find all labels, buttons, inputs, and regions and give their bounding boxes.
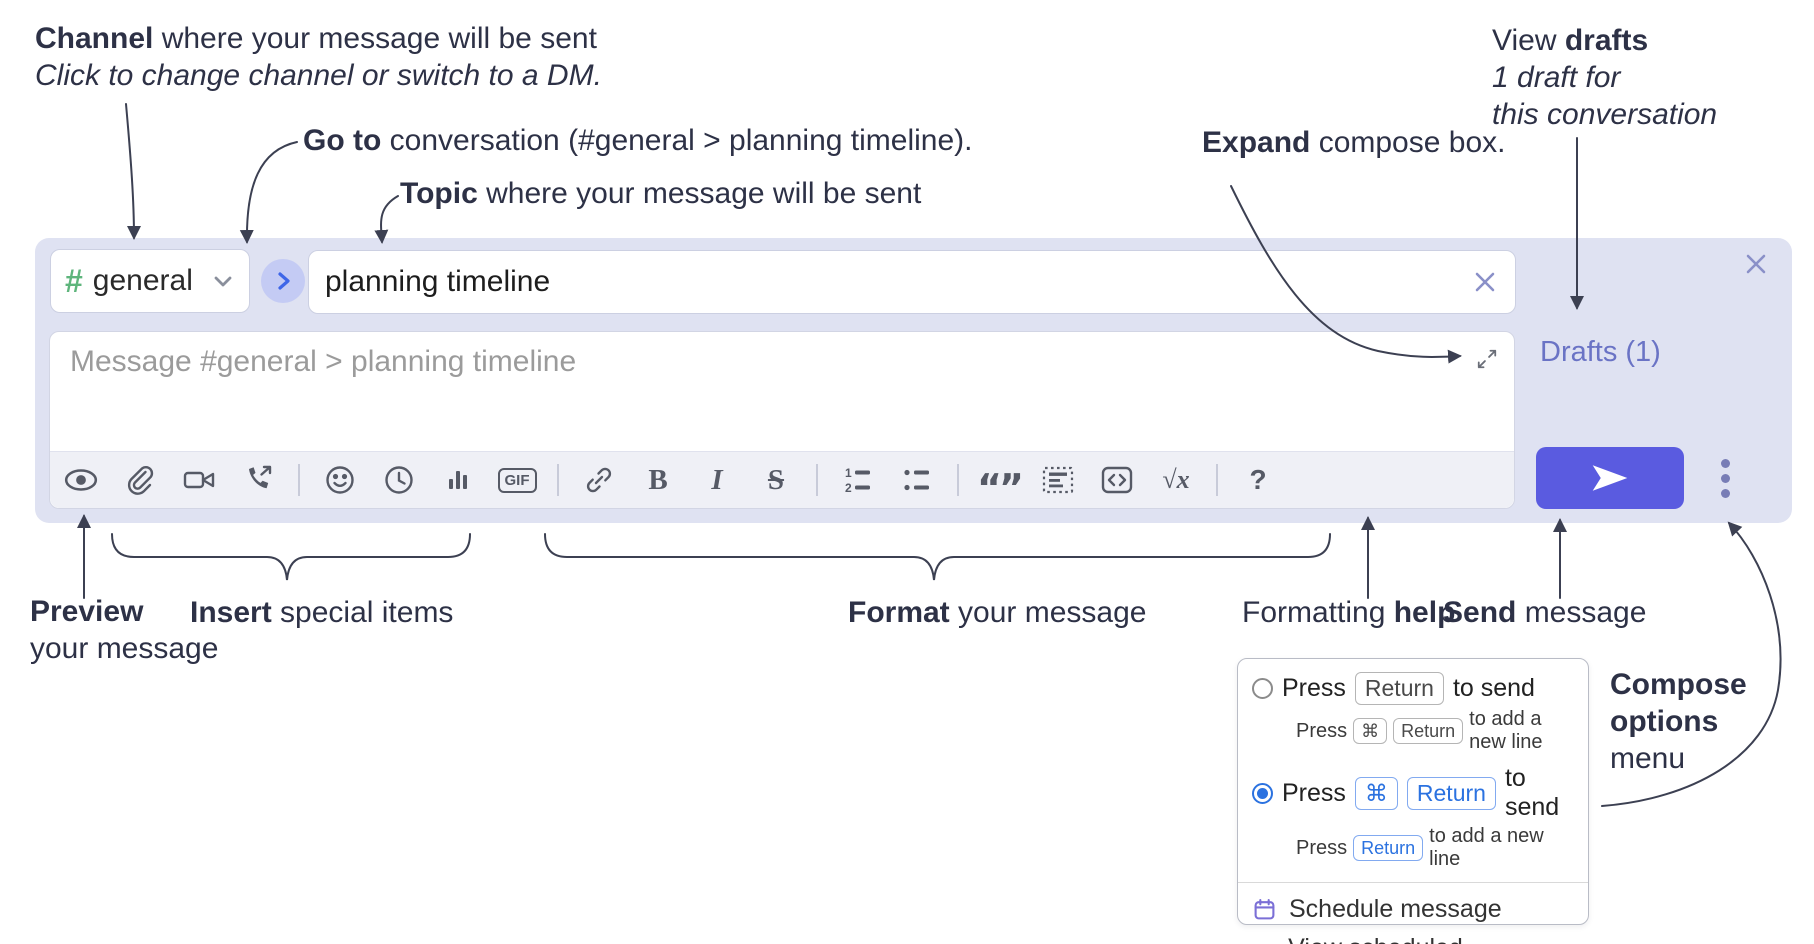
- radio-selected[interactable]: [1252, 782, 1273, 804]
- numbered-list-icon: 1 2: [845, 466, 870, 495]
- toolbar-divider: [816, 464, 818, 496]
- chevron-down-icon: [214, 276, 232, 287]
- formatting-help-button[interactable]: ?: [1239, 459, 1277, 501]
- expand-icon: [1477, 349, 1497, 369]
- menu-item-view-scheduled[interactable]: View scheduled messages: [1238, 929, 1588, 944]
- menu-item-schedule-message[interactable]: Schedule message: [1238, 890, 1588, 929]
- channel-name: general: [92, 264, 193, 297]
- preview-button[interactable]: [62, 459, 100, 501]
- compose-toolbar: GIF B I S 1 2: [50, 451, 1514, 508]
- video-call-button[interactable]: [180, 459, 218, 501]
- clear-topic-button[interactable]: [1471, 268, 1499, 296]
- code-icon: [1101, 466, 1133, 494]
- paperclip-icon: [127, 465, 154, 495]
- go-to-conversation-button[interactable]: [261, 259, 305, 303]
- close-compose-button[interactable]: [1736, 244, 1776, 284]
- menu-divider: [1238, 882, 1588, 884]
- connector-topic: [374, 195, 399, 244]
- close-icon: [1475, 272, 1495, 292]
- connector-channel: [125, 103, 141, 240]
- return-key: Return: [1354, 672, 1444, 706]
- channel-annotation: Channel where your message will be sent …: [35, 22, 602, 92]
- kebab-dot: [1720, 458, 1730, 468]
- emoji-button[interactable]: [321, 459, 359, 501]
- radio-unselected[interactable]: [1252, 678, 1273, 700]
- view-drafts-annotation: View drafts 1 draft for this conversatio…: [1492, 24, 1718, 131]
- topic-annotation: Topic where your message will be sent: [400, 177, 922, 210]
- cmd-key: ⌘: [1353, 717, 1388, 745]
- calendar-icon: [1254, 899, 1275, 920]
- quote-button[interactable]: “”: [977, 459, 1024, 507]
- cmd-key: ⌘: [1354, 776, 1398, 810]
- svg-text:1: 1: [845, 466, 852, 480]
- svg-text:2: 2: [845, 481, 852, 495]
- audio-call-button[interactable]: [239, 459, 277, 501]
- compose-box-panel: # general planning timeline: [35, 238, 1792, 523]
- toolbar-divider: [557, 464, 559, 496]
- send-shortcut-option-2[interactable]: Press ⌘ Return to send Press Return to a…: [1238, 758, 1588, 875]
- eye-icon: [64, 469, 98, 491]
- return-key: Return: [1406, 776, 1496, 810]
- toolbar-divider: [1216, 464, 1218, 496]
- link-button[interactable]: [580, 459, 618, 501]
- topic-value: planning timeline: [325, 265, 551, 298]
- channel-hash-icon: #: [65, 262, 83, 299]
- toolbar-divider: [957, 464, 959, 496]
- expand-compose-button[interactable]: [1470, 342, 1504, 376]
- expand-annotation: Expand compose box.: [1202, 126, 1506, 159]
- clock-icon: [385, 466, 413, 494]
- topic-input[interactable]: planning timeline: [308, 250, 1516, 314]
- send-button[interactable]: [1536, 447, 1684, 509]
- bulleted-list-button[interactable]: [898, 459, 936, 501]
- message-box[interactable]: Message #general > planning timeline: [49, 331, 1515, 509]
- compose-options-menu: Press Return to send Press ⌘ Return to a…: [1237, 658, 1589, 944]
- smiley-icon: [326, 466, 354, 494]
- compose-options-annotation: Compose options menu: [1610, 668, 1747, 775]
- bold-button[interactable]: B: [639, 459, 677, 501]
- strikethrough-button[interactable]: S: [757, 459, 795, 501]
- send-annotation: Send message: [1443, 596, 1647, 629]
- bar-chart-icon: [449, 471, 467, 489]
- attach-file-button[interactable]: [121, 459, 159, 501]
- format-annotation: Format your message: [848, 596, 1147, 629]
- compose-options-button[interactable]: [1703, 447, 1747, 509]
- kebab-dot: [1720, 473, 1730, 483]
- numbered-list-button[interactable]: 1 2: [839, 459, 877, 501]
- insert-brace: [111, 533, 471, 581]
- math-x-glyph: x: [1176, 465, 1190, 494]
- formatting-help-annotation: Formatting help: [1242, 596, 1456, 629]
- close-icon: [1746, 254, 1766, 274]
- insert-annotation: Insert special items: [190, 596, 454, 629]
- video-camera-icon: [183, 471, 215, 489]
- sqrt-glyph: √: [1162, 465, 1177, 494]
- spoiler-block-icon: [1042, 466, 1074, 494]
- send-plane-icon: [1592, 465, 1628, 491]
- gif-button[interactable]: GIF: [497, 459, 537, 501]
- gif-icon: GIF: [497, 467, 537, 493]
- bulleted-list-icon: [904, 469, 929, 491]
- kebab-dot: [1720, 488, 1730, 498]
- schedule-time-button[interactable]: [380, 459, 418, 501]
- channel-selector[interactable]: # general: [50, 249, 250, 313]
- link-icon: [586, 467, 612, 493]
- goto-annotation: Go to conversation (#general > planning …: [303, 124, 973, 157]
- spoiler-button[interactable]: [1039, 459, 1077, 501]
- connector-goto: [239, 141, 298, 244]
- return-key: Return: [1353, 834, 1424, 862]
- drafts-link[interactable]: Drafts (1): [1540, 336, 1661, 368]
- code-button[interactable]: [1098, 459, 1136, 501]
- format-brace: [544, 533, 1331, 581]
- poll-button[interactable]: [439, 459, 477, 501]
- preview-annotation: Preview your message: [30, 595, 219, 665]
- send-shortcut-option-1[interactable]: Press Return to send Press ⌘ Return to a…: [1238, 666, 1588, 758]
- return-key: Return: [1393, 717, 1464, 745]
- phone-call-icon: [249, 465, 272, 489]
- toolbar-divider: [298, 464, 300, 496]
- math-button[interactable]: √x: [1157, 459, 1195, 501]
- chevron-right-icon: [278, 272, 290, 290]
- italic-button[interactable]: I: [698, 459, 736, 501]
- message-placeholder: Message #general > planning timeline: [70, 345, 577, 378]
